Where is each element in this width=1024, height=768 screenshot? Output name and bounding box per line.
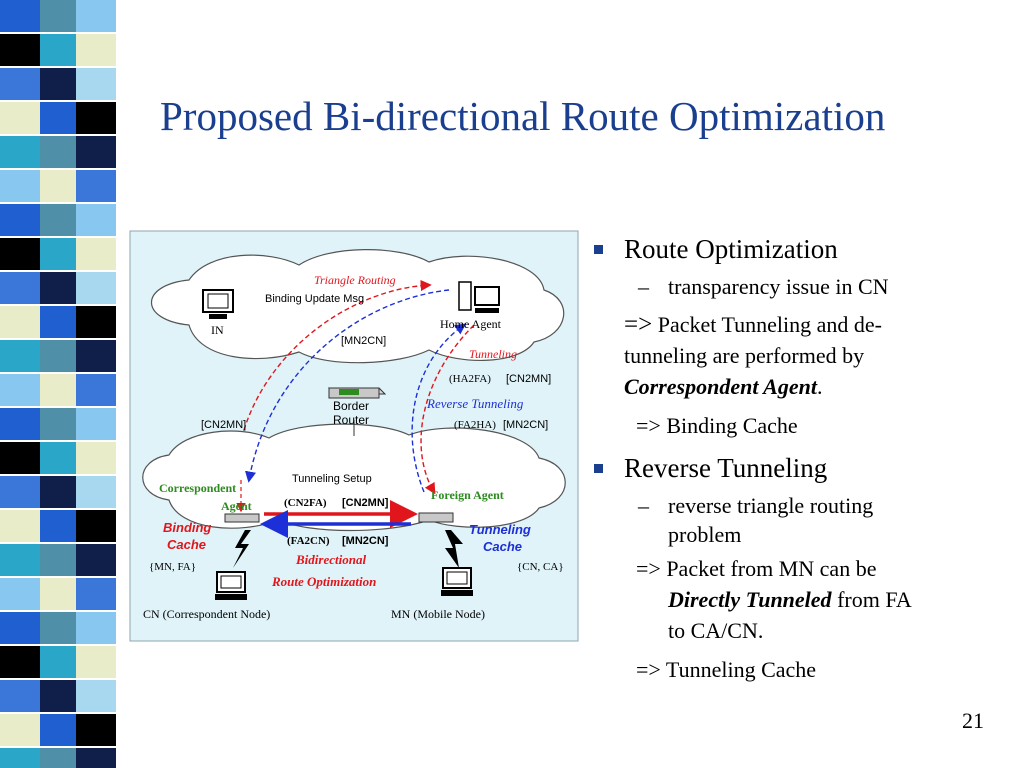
binding-cache-label-1: Binding [163,520,211,535]
wireless-link-right-icon [445,530,463,568]
decorative-stripe [0,0,116,768]
border-router-icon [327,387,387,399]
foreign-agent-label: Foreign Agent [431,488,504,502]
tunneling-cache-label-1: Tunneling [469,522,531,537]
binding-cache-line: => Binding Cache [636,413,798,438]
foreign-to-home-arrow [411,323,467,493]
binding-cache-label-2: Cache [167,537,206,552]
cn2mn-right-label: [CN2MN] [506,373,551,385]
bullet-route-optimization: Route Optimization [592,232,1002,266]
reverse-route-arrow [244,289,450,483]
mn-fa-label: {MN, FA} [149,561,196,573]
route-opt-detail: => Packet Tunneling and de- tunneling ar… [624,311,882,399]
cn-ca-label: {CN, CA} [517,561,564,573]
correspondent-agent-label-2: Agent [221,499,252,513]
in-computer-icon [202,289,234,319]
foreign-agent-router-icon [418,512,454,523]
reverse-tunneling-label: Reverse Tunneling [426,396,524,411]
wireless-link-left-icon [233,530,251,568]
correspondent-agent-router-icon [224,513,260,523]
tunneling-cache-line: => Tunneling Cache [636,657,817,682]
bidirectional-label-2: Route Optimization [271,574,376,589]
tunneling-cache-label-2: Cache [483,539,522,554]
sub-bullet-reverse-triangle: – reverse triangle routing problem [638,493,874,547]
cn2fa-label: (CN2FA) [284,497,327,509]
cn2mn-mid-label: [CN2MN] [342,497,389,509]
border-router-label-2: Router [333,413,369,427]
page-title: Proposed Bi-directional Route Optimizati… [160,93,886,139]
correspondent-agent-label-1: Correspondent [159,481,236,495]
cn-node-label: CN (Correspondent Node) [143,607,270,621]
cn2mn-left-label: [CN2MN] [201,419,246,431]
mn2cn-mid-label: [MN2CN] [342,535,389,547]
dash-marker: – [638,493,649,518]
reverse-tunneling-detail: => Packet from MN can be Directly Tunnel… [636,556,912,643]
mn-node-label: MN (Mobile Node) [391,607,485,621]
home-agent-computer-icon [458,281,500,313]
fa2ha-label: (FA2HA) [454,419,496,431]
in-label: IN [211,323,224,337]
bullet-list: Route Optimization – transparency issue … [592,232,1002,695]
network-diagram: Triangle Routing Binding Update Msg IN H… [129,230,579,642]
bullet-square-icon [594,464,603,473]
dash-marker: – [638,274,649,299]
bidirectional-label-1: Bidirectional [295,552,366,567]
fa2cn-label: (FA2CN) [287,535,330,547]
home-agent-label: Home Agent [440,317,502,331]
lower-cloud [142,423,566,532]
mn-computer-icon [441,567,473,596]
binding-update-label: Binding Update Msg [265,293,364,305]
bullet-square-icon [594,245,603,254]
triangle-route-arrow [243,279,432,431]
sub-bullet-transparency: – transparency issue in CN [638,274,889,299]
bullet-reverse-tunneling: Reverse Tunneling [592,451,1002,485]
mn2cn-right-label: [MN2CN] [503,419,548,431]
tunneling-label: Tunneling [469,347,517,361]
home-to-foreign-arrow [420,324,475,495]
page-number: 21 [962,708,984,733]
tunneling-setup-label: Tunneling Setup [292,473,372,485]
cn-computer-icon [215,571,247,600]
mn2cn-top-label: [MN2CN] [341,335,386,347]
border-router-label-1: Border [333,399,369,413]
triangle-routing-label: Triangle Routing [314,273,396,287]
ha2fa-label: (HA2FA) [449,373,491,385]
